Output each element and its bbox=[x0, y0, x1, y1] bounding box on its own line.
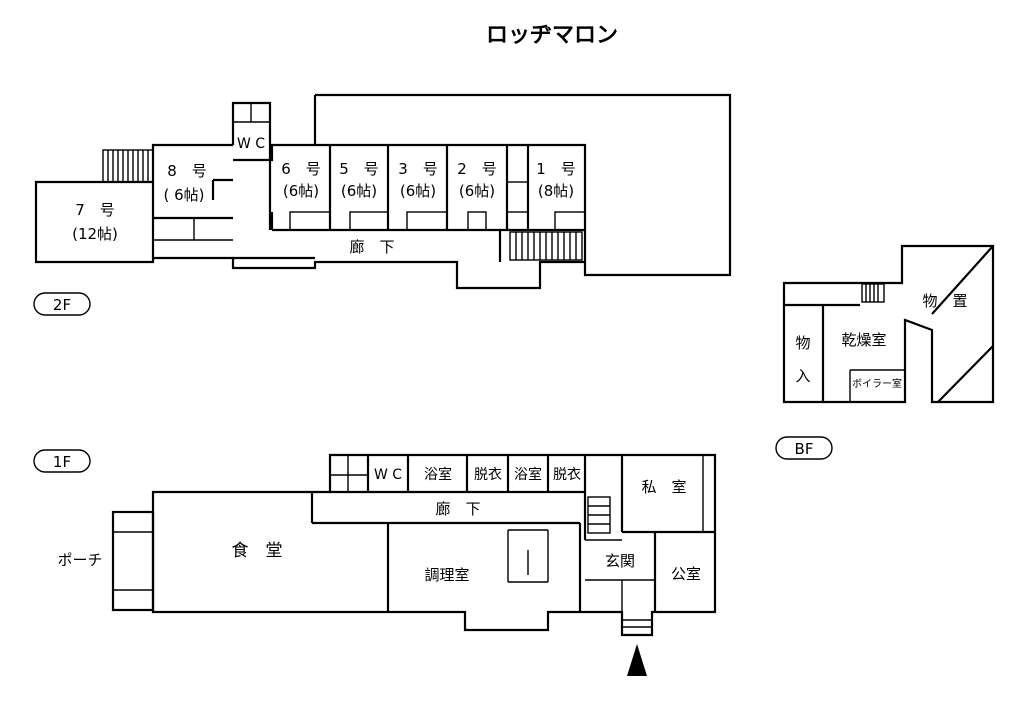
basement-plan: 物 置 乾燥室 ボイラー室 物 入 BF bbox=[775, 244, 995, 460]
storage-closet-char-1: 物 bbox=[795, 334, 810, 352]
closet bbox=[349, 211, 389, 231]
floor-tag-1f-frame bbox=[33, 449, 91, 473]
room-5-name: 5 号 bbox=[339, 160, 379, 178]
drying-room-label: 乾燥室 bbox=[841, 331, 886, 349]
stairs-upper-left bbox=[102, 149, 154, 183]
stairs-lower bbox=[587, 496, 611, 534]
room-1-size: (8帖) bbox=[538, 182, 574, 200]
bath-1-label: 浴室 bbox=[424, 466, 452, 483]
floor-tag-1f: 1F bbox=[53, 453, 71, 471]
dining-label: 食 堂 bbox=[232, 541, 283, 561]
dressing-1-label: 脱衣 bbox=[474, 467, 502, 483]
wall bbox=[931, 245, 994, 315]
floor-tag-2f-frame bbox=[33, 292, 91, 316]
corridor-2f-label: 廊 下 bbox=[349, 238, 394, 256]
corridor-1f-label: 廊 下 bbox=[435, 500, 480, 518]
stairs-basement bbox=[861, 283, 885, 303]
public-room-label: 公室 bbox=[671, 565, 701, 583]
boiler-label: ボイラー室 bbox=[852, 377, 902, 390]
room-6-size: (6帖) bbox=[283, 182, 319, 200]
room-7-size: (12帖) bbox=[72, 225, 118, 243]
porch-label: ポーチ bbox=[57, 551, 102, 569]
room-5-size: (6帖) bbox=[341, 182, 377, 200]
dressing-2-label: 脱衣 bbox=[553, 467, 581, 483]
closet bbox=[467, 211, 487, 231]
storage-closet-char-2: 入 bbox=[795, 367, 810, 385]
storage-label: 物 置 bbox=[922, 292, 967, 310]
room-2-name: 2 号 bbox=[457, 160, 497, 178]
wc-1f-label: W C bbox=[374, 467, 402, 483]
porch bbox=[111, 510, 155, 612]
floor-tag-bf: BF bbox=[795, 440, 814, 458]
room-2-size: (6帖) bbox=[459, 182, 495, 200]
room-3-name: 3 号 bbox=[398, 160, 438, 178]
second-floor-plan: 7 号 (12帖) 8 号 ( 6帖) W C 6 号 (6帖) 5 号 (6帖… bbox=[33, 93, 732, 316]
bath-2-label: 浴室 bbox=[514, 466, 542, 483]
closet bbox=[406, 211, 448, 231]
room-3-size: (6帖) bbox=[400, 182, 436, 200]
first-floor-outline bbox=[151, 453, 717, 637]
kitchen-label: 調理室 bbox=[424, 566, 469, 584]
entrance-steps bbox=[622, 619, 652, 628]
closet bbox=[554, 211, 586, 231]
wc-2f-label: W C bbox=[237, 136, 265, 152]
entrance-label: 玄関 bbox=[605, 552, 635, 570]
private-room-label: 私 室 bbox=[641, 478, 686, 496]
wall bbox=[937, 345, 994, 403]
closet bbox=[506, 181, 529, 213]
room-8-name: 8 号 bbox=[167, 162, 207, 180]
stairs-upper-right bbox=[509, 231, 583, 261]
entrance-arrow-icon bbox=[627, 644, 647, 676]
closet bbox=[289, 211, 331, 231]
floor-tag-bf-frame bbox=[775, 436, 833, 460]
basement-outline bbox=[782, 244, 995, 404]
room-8-size: ( 6帖) bbox=[163, 186, 204, 204]
first-floor-plan: 1F bbox=[33, 449, 717, 676]
room-7-name: 7 号 bbox=[75, 201, 115, 219]
floor-tag-2f: 2F bbox=[53, 296, 71, 314]
second-floor-rear-block bbox=[34, 93, 732, 290]
plan-title: ロッヂマロン bbox=[486, 23, 618, 48]
room-6-name: 6 号 bbox=[281, 160, 321, 178]
room-1-name: 1 号 bbox=[536, 160, 576, 178]
